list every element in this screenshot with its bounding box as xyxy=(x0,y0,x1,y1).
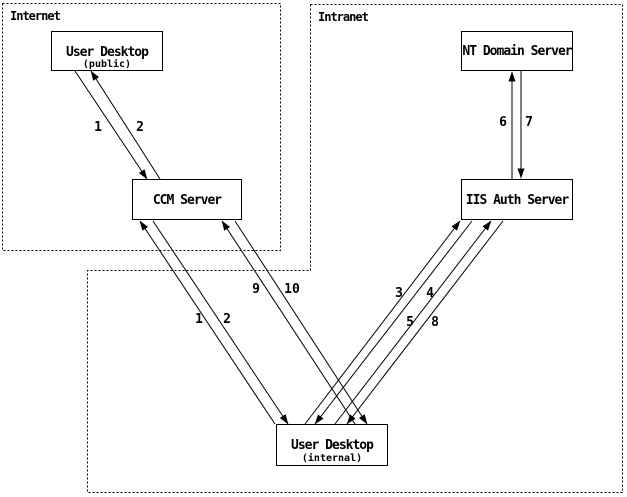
node-iis-auth-server: IIS Auth Server xyxy=(461,179,573,220)
node-user-desktop-public-label: User Desktop xyxy=(66,45,149,60)
node-nt-domain-server-box xyxy=(461,31,573,71)
edge-labels: 1 2 1 2 9 10 3 4 5 8 6 7 xyxy=(94,115,533,330)
edge-10-ccm-to-internal-desktop xyxy=(234,220,368,425)
edge-4-iis-to-internal-desktop xyxy=(314,220,473,425)
node-user-desktop-internal-box xyxy=(276,424,388,466)
zone-intranet-border xyxy=(87,4,623,493)
edge-label-2-lower: 2 xyxy=(223,312,231,327)
node-user-desktop-public-box xyxy=(51,31,163,71)
node-user-desktop-internal-sublabel: (internal) xyxy=(302,452,362,464)
edges xyxy=(74,70,525,425)
zone-intranet-label: Intranet xyxy=(318,10,369,24)
node-user-desktop-public: User Desktop (public) xyxy=(51,31,163,71)
edge-label-9: 9 xyxy=(252,282,260,297)
node-nt-domain-server-label: NT Domain Server xyxy=(462,44,572,59)
edge-label-7: 7 xyxy=(525,115,533,130)
node-ccm-server: CCM Server xyxy=(132,179,242,220)
edge-2-ccm-to-internal-desktop xyxy=(152,220,289,425)
edge-label-4: 4 xyxy=(426,286,434,301)
edge-label-6: 6 xyxy=(499,115,507,130)
edge-2-ccm-to-public-desktop xyxy=(90,70,161,180)
node-iis-auth-server-box xyxy=(461,179,573,220)
edge-8-iis-to-internal-desktop xyxy=(346,220,504,425)
edge-label-5: 5 xyxy=(406,315,414,330)
node-nt-domain-server: NT Domain Server xyxy=(461,31,574,71)
node-user-desktop-internal: User Desktop (internal) xyxy=(276,424,388,466)
node-user-desktop-internal-label: User Desktop xyxy=(291,438,374,453)
zone-intranet: Intranet xyxy=(87,4,623,493)
edge-1-public-desktop-to-ccm xyxy=(74,70,148,180)
node-iis-auth-server-label: IIS Auth Server xyxy=(466,193,570,208)
zone-internet-border xyxy=(2,3,281,251)
node-ccm-server-label: CCM Server xyxy=(153,193,222,208)
edge-5-internal-desktop-to-iis xyxy=(334,220,492,425)
edge-label-3: 3 xyxy=(395,286,403,301)
edge-1-internal-desktop-to-ccm xyxy=(139,220,276,425)
zone-internet-label: Internet xyxy=(10,9,61,23)
zone-internet: Internet xyxy=(2,3,281,251)
node-ccm-server-box xyxy=(132,179,242,220)
edge-3-internal-desktop-to-iis xyxy=(304,220,461,425)
edge-9-internal-desktop-to-ccm xyxy=(221,220,356,425)
edge-label-10: 10 xyxy=(284,282,300,297)
edge-label-2-upper: 2 xyxy=(136,120,144,135)
edge-label-8: 8 xyxy=(431,315,439,330)
edge-label-1-upper: 1 xyxy=(94,120,102,135)
edge-label-1-lower: 1 xyxy=(195,312,203,327)
node-user-desktop-public-sublabel: (public) xyxy=(83,58,131,70)
